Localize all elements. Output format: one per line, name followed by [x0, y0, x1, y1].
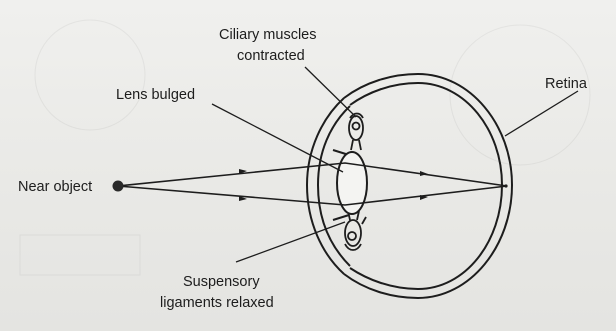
- label-suspensory-line2: ligaments relaxed: [160, 295, 274, 311]
- leader-retina: [505, 91, 578, 136]
- leader-ciliary: [305, 67, 356, 117]
- eyeball-outer-wall: [344, 74, 512, 298]
- label-suspensory-line1: Suspensory: [183, 274, 260, 290]
- label-near-object: Near object: [18, 179, 92, 195]
- ciliary-muscle-lower: [345, 211, 366, 250]
- ray-upper: [118, 163, 507, 186]
- label-ciliary-line2: contracted: [237, 48, 305, 64]
- iris-lower: [333, 215, 349, 220]
- label-lens: Lens bulged: [116, 87, 195, 103]
- ciliary-muscle-upper: [349, 114, 363, 151]
- ray-arrows: [239, 169, 428, 201]
- focus-point: [504, 184, 507, 187]
- near-object-point: [113, 181, 124, 192]
- eyeball: [344, 74, 512, 298]
- light-rays: [118, 163, 507, 205]
- ray-lower: [118, 186, 507, 205]
- label-retina: Retina: [545, 76, 588, 92]
- label-ciliary-line1: Ciliary muscles: [219, 27, 317, 43]
- eyeball-inner-wall: [350, 83, 502, 289]
- leader-lens: [212, 104, 343, 172]
